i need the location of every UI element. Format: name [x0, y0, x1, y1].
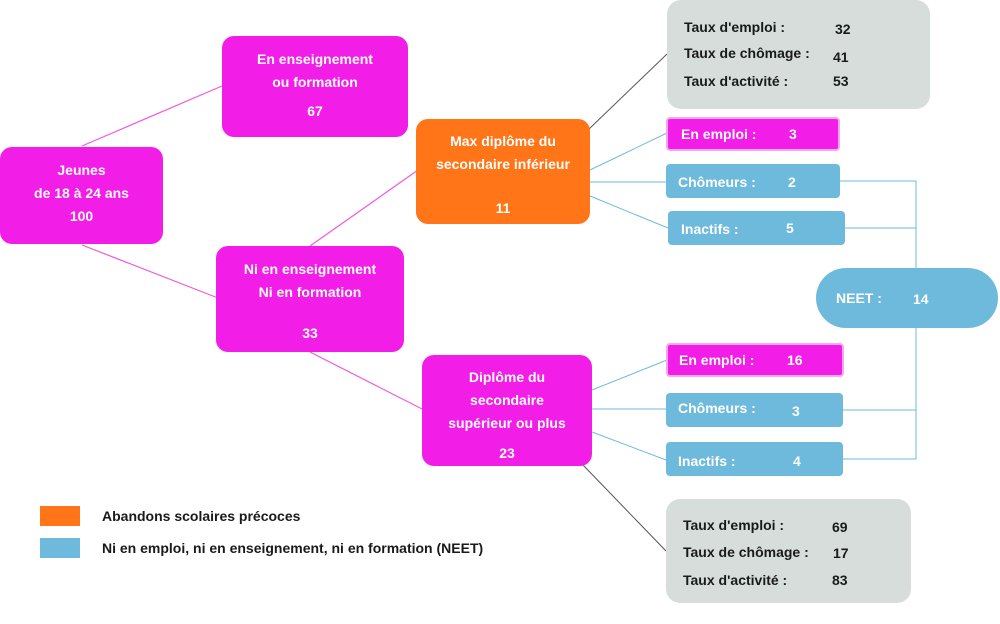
link-lower-to-rates — [587, 53, 668, 131]
link-lower-inactive — [589, 195, 669, 229]
legend-neet-swatch — [40, 538, 80, 558]
upper-unemployed-label: Chômeurs : — [678, 400, 756, 416]
rates-bottom-activity-value: 83 — [832, 572, 848, 588]
lower-secondary-line2: secondaire inférieur — [436, 156, 570, 172]
rates-top-unemployment-label: Taux de chômage : — [684, 45, 810, 61]
root-value: 100 — [69, 208, 94, 224]
upper-inactive-row: Inactifs : 4 — [666, 442, 843, 476]
link-not-education-to-upper — [309, 351, 425, 411]
upper-secondary-line2: secondaire — [470, 392, 544, 408]
in-education-line1: En enseignement — [257, 51, 373, 67]
neet-value: 14 — [913, 291, 929, 307]
legend-early-leavers-swatch — [40, 506, 80, 526]
neet-label: NEET : — [836, 290, 882, 306]
upper-secondary-node: Diplôme du secondaire supérieur ou plus … — [422, 355, 592, 466]
rates-top-unemployment-value: 41 — [833, 49, 849, 65]
lower-secondary-value: 11 — [495, 200, 511, 216]
in-education-node: En enseignement ou formation 67 — [222, 36, 408, 137]
lower-inactive-label: Inactifs : — [681, 221, 739, 237]
upper-secondary-value: 23 — [499, 445, 515, 461]
in-education-value: 67 — [307, 103, 323, 119]
rates-bottom-box: Taux d'emploi : 69 Taux de chômage : 17 … — [666, 499, 911, 603]
root-node: Jeunes de 18 à 24 ans 100 — [0, 147, 163, 244]
upper-secondary-line1: Diplôme du — [468, 369, 546, 385]
rates-bottom-unemployment-value: 17 — [833, 545, 849, 561]
upper-unemployed-row: Chômeurs : 3 — [666, 393, 843, 427]
upper-unemployed-value: 3 — [792, 403, 800, 419]
upper-inactive-value: 4 — [793, 453, 801, 469]
upper-employed-row: En emploi : 16 — [666, 343, 844, 377]
link-upper-employed — [591, 359, 668, 391]
rates-bottom-employment-label: Taux d'emploi : — [683, 517, 785, 533]
link-neet-bottom — [842, 326, 917, 460]
link-upper-to-rates — [582, 464, 667, 552]
rates-top-box: Taux d'emploi : 32 Taux de chômage : 41 … — [667, 0, 930, 109]
lower-inactive-row: Inactifs : 5 — [668, 211, 845, 245]
root-line1: Jeunes — [57, 162, 106, 178]
lower-employed-value: 3 — [789, 126, 797, 142]
lower-secondary-line1: Max diplôme du — [450, 133, 556, 149]
not-in-education-node: Ni en enseignement Ni en formation 33 — [216, 246, 404, 352]
link-not-education-to-lower — [309, 169, 419, 247]
rates-top-employment-label: Taux d'emploi : — [684, 19, 786, 35]
rates-bottom-employment-value: 69 — [832, 519, 848, 535]
not-in-education-line2: Ni en formation — [258, 284, 362, 300]
rates-top-activity-value: 53 — [833, 73, 849, 89]
legend-early-leavers-text: Abandons scolaires précoces — [102, 508, 301, 524]
neet-node: NEET : 14 — [816, 268, 998, 328]
root-line2: de 18 à 24 ans — [34, 185, 129, 201]
lower-employed-row: En emploi : 3 — [666, 117, 840, 151]
lower-employed-label: En emploi : — [681, 126, 757, 142]
rates-bottom-unemployment-label: Taux de chômage : — [683, 544, 809, 560]
lower-inactive-value: 5 — [786, 220, 794, 236]
in-education-line2: ou formation — [272, 74, 358, 90]
legend-neet-text: Ni en emploi, ni en enseignement, ni en … — [102, 540, 484, 556]
rates-top-activity-label: Taux d'activité : — [684, 73, 789, 89]
upper-employed-value: 16 — [787, 352, 803, 368]
lower-unemployed-row: Chômeurs : 2 — [666, 164, 840, 198]
link-root-to-education — [81, 85, 223, 147]
link-root-to-not-education — [81, 244, 219, 299]
link-neet-top — [838, 180, 917, 270]
not-in-education-value: 33 — [302, 325, 318, 341]
rates-top-employment-value: 32 — [835, 21, 851, 37]
upper-inactive-label: Inactifs : — [678, 453, 736, 469]
upper-secondary-line3: supérieur ou plus — [448, 415, 566, 431]
link-upper-inactive — [591, 431, 667, 461]
lower-unemployed-value: 2 — [788, 174, 796, 190]
lower-unemployed-label: Chômeurs : — [678, 174, 756, 190]
lower-secondary-node: Max diplôme du secondaire inférieur 11 — [416, 119, 590, 224]
rates-bottom-activity-label: Taux d'activité : — [683, 572, 788, 588]
link-lower-employed — [589, 132, 668, 171]
upper-employed-label: En emploi : — [679, 352, 755, 368]
not-in-education-line1: Ni en enseignement — [243, 261, 377, 277]
